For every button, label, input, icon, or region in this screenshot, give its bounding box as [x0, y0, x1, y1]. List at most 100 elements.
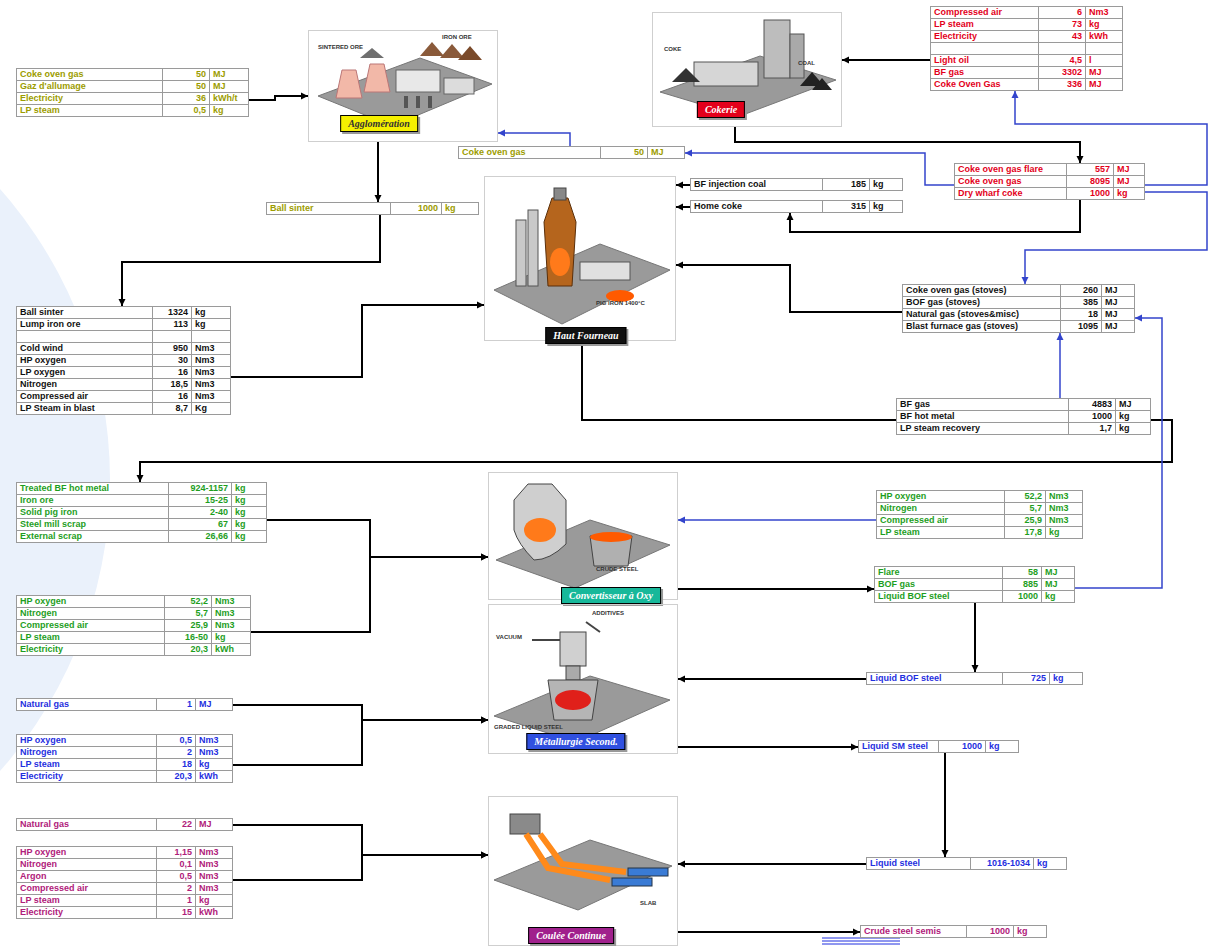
item-value: 52,2: [1005, 491, 1046, 503]
table-row: BF gas3302MJ: [931, 67, 1123, 79]
arrow-head: [787, 213, 794, 220]
item-unit: Nm3: [196, 883, 233, 895]
table-row: LP steam16-50kg: [17, 632, 251, 644]
item-value: 315: [823, 201, 870, 213]
item-value: 185: [823, 179, 870, 191]
item-name: Cold wind: [17, 343, 153, 355]
item-value: 6: [1039, 7, 1086, 19]
table-row: LP oxygen16Nm3: [17, 367, 231, 379]
connector-line: [251, 557, 488, 632]
table-row: Electricity20,3kWh: [17, 644, 251, 656]
item-name: Dry wharf coke: [955, 188, 1067, 200]
flow-connector: [267, 520, 488, 561]
arrow-head: [972, 665, 979, 672]
item-name: HP oxygen: [17, 355, 153, 367]
arrow-head: [481, 852, 488, 859]
item-value: 25,9: [165, 620, 212, 632]
item-value: 43: [1039, 31, 1086, 43]
table-row: Nitrogen5,7Nm3: [877, 503, 1083, 515]
item-name: BOF gas: [875, 579, 1003, 591]
flow-connector: [942, 753, 949, 857]
item-name: Coke Oven Gas: [931, 79, 1039, 91]
connector-line: [678, 678, 866, 680]
item-unit: kg: [1050, 673, 1083, 685]
table-row: Gaz d'allumage50MJ: [17, 81, 249, 93]
item-value: 4,5: [1039, 55, 1086, 67]
connector-line: [678, 746, 858, 748]
connector-line: [231, 305, 484, 377]
item-name: Nitrogen: [17, 747, 157, 759]
flow-connector: [678, 676, 866, 683]
item-value: 50: [163, 81, 210, 93]
item-unit: MJ: [1114, 164, 1145, 176]
flow-connector: [1057, 333, 1064, 398]
item-value: 557: [1067, 164, 1114, 176]
flow-connector: [231, 302, 484, 378]
item-value: 52,2: [165, 596, 212, 608]
flow-connector: [1075, 315, 1162, 589]
table-row: LP steam73kg: [931, 19, 1123, 31]
item-value: 5,7: [165, 608, 212, 620]
item-value: 16: [153, 367, 192, 379]
item-name: Natural gas (stoves&misc): [903, 309, 1061, 321]
item-unit: Nm3: [1046, 503, 1083, 515]
process-label: Cokerie: [697, 101, 745, 118]
item-unit: kg: [196, 759, 233, 771]
item-unit: MJ: [1102, 321, 1135, 333]
item-unit: Nm3: [196, 871, 233, 883]
table-row: Cold wind950Nm3: [17, 343, 231, 355]
item-unit: kg: [1046, 527, 1083, 539]
item-unit: l: [1086, 55, 1123, 67]
item-value: 73: [1039, 19, 1086, 31]
picture-label: PIG IRON 1400°C: [596, 300, 645, 307]
connector-line: [678, 863, 866, 865]
item-unit: kWh/t: [210, 93, 249, 105]
flow-connector: [842, 57, 930, 64]
table-row: Dry wharf coke1000kg: [955, 188, 1145, 200]
arrow-head: [867, 586, 874, 593]
table-row: BF injection coal185kg: [691, 179, 903, 191]
item-name: Liquid SM steel: [859, 741, 939, 753]
process-label: Métallurgie Second.: [526, 733, 625, 750]
table-row: Argon0,5Nm3: [17, 871, 233, 883]
item-value: 20,3: [157, 771, 196, 783]
item-unit: Nm3: [192, 379, 231, 391]
flow-connector: [375, 142, 382, 202]
item-value: 18: [157, 759, 196, 771]
process-box: Convertisseur à Oxy: [488, 472, 678, 600]
item-unit: Nm3: [1046, 515, 1083, 527]
arrow-head: [481, 717, 488, 724]
table-row: HP oxygen0,5Nm3: [17, 735, 233, 747]
item-name: Natural gas: [17, 819, 157, 831]
table-row: Liquid BOF steel1000kg: [875, 591, 1075, 603]
arrow-head: [678, 861, 685, 868]
item-name: LP steam: [877, 527, 1005, 539]
item-unit: Nm3: [196, 747, 233, 759]
item-name: Electricity: [17, 907, 157, 919]
connector-line: [678, 931, 860, 933]
item-unit: kWh: [1086, 31, 1123, 43]
item-unit: MJ: [1102, 309, 1135, 321]
item-unit: kg: [1014, 926, 1047, 938]
table-row: BOF gas885MJ: [875, 579, 1075, 591]
item-name: LP steam: [17, 105, 163, 117]
table-row: LP Steam in blast8,7Kg: [17, 403, 231, 415]
table-row: HP oxygen1,15Nm3: [17, 847, 233, 859]
item-name: LP Steam in blast: [17, 403, 153, 415]
item-name: Flare: [875, 567, 1003, 579]
data-table: Ball sinter1324kgLump iron ore113kgCold …: [16, 306, 231, 415]
process-label: Agglomération: [340, 115, 418, 132]
item-name: Nitrogen: [877, 503, 1005, 515]
item-value: 8,7: [153, 403, 192, 415]
item-unit: Nm3: [192, 391, 231, 403]
data-table: Ball sinter1000kg: [266, 202, 479, 215]
item-value: 3302: [1039, 67, 1086, 79]
flow-connector: [582, 341, 896, 420]
item-value: 1000: [939, 741, 986, 753]
blank-cell: [931, 43, 1039, 55]
item-unit: Nm3: [1086, 7, 1123, 19]
item-value: 18,5: [153, 379, 192, 391]
arrow-head: [853, 929, 860, 936]
process-label: Convertisseur à Oxy: [561, 587, 661, 604]
data-table: Home coke315kg: [690, 200, 903, 213]
